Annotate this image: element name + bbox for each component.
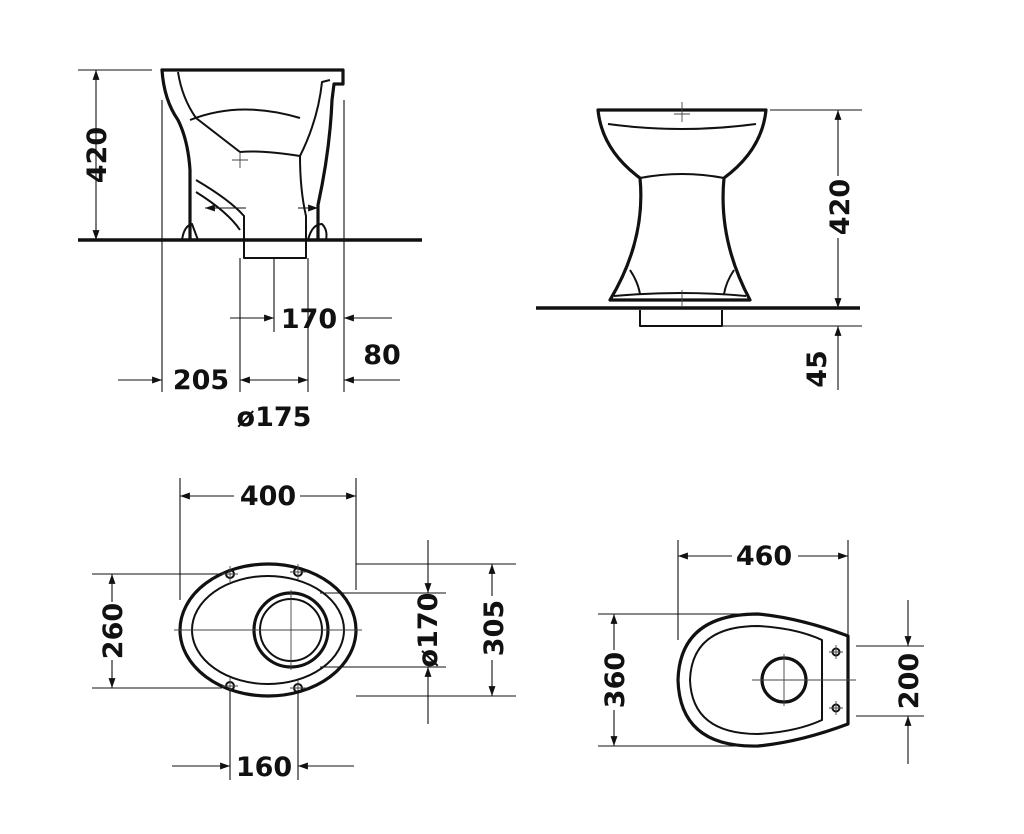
top-view: 460 360 200 xyxy=(598,540,925,764)
top-360-label: 360 xyxy=(600,652,631,708)
side-height-label: 420 xyxy=(82,127,113,183)
front-view: 420 45 xyxy=(536,102,862,390)
front-height-label: 420 xyxy=(825,179,856,235)
plan-diameter-label: ø170 xyxy=(413,593,444,668)
front-45-label: 45 xyxy=(802,350,833,388)
top-bowl-outline xyxy=(676,612,856,748)
side-170-label: 170 xyxy=(281,304,337,335)
front-toilet-outline xyxy=(596,102,768,327)
top-200-label: 200 xyxy=(894,653,925,709)
side-80-label: 80 xyxy=(363,340,401,371)
plan-160-label: 160 xyxy=(236,752,292,783)
plan-base-outline xyxy=(174,562,362,698)
plan-400-label: 400 xyxy=(240,481,296,512)
side-toilet-outline xyxy=(160,68,345,259)
floor-plan-view: 400 260 ø170 305 160 xyxy=(92,478,516,783)
side-view: 420 170 80 205 xyxy=(78,68,422,433)
side-diameter-label: ø175 xyxy=(237,402,312,433)
plan-260-label: 260 xyxy=(98,603,129,659)
side-205-label: 205 xyxy=(173,365,229,396)
plan-305-label: 305 xyxy=(479,600,510,656)
top-460-label: 460 xyxy=(736,541,792,572)
